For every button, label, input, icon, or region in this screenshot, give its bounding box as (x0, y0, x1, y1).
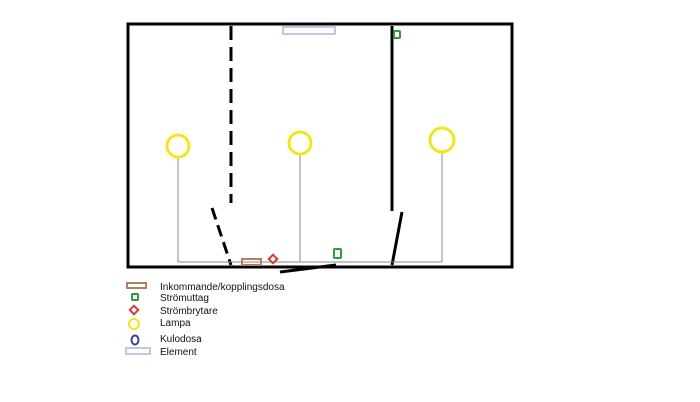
legend-item-ceiling-box: Kulodosa (130, 334, 202, 346)
outlets (333, 30, 401, 259)
legend-item-outlet: Strömuttag (131, 293, 209, 304)
radiator-icon (282, 26, 336, 35)
switch-icon (267, 253, 279, 265)
doors (210, 207, 404, 274)
outlet-icon (333, 248, 342, 259)
legend-item-radiator: Element (125, 347, 197, 358)
junction-box-icon (241, 258, 262, 266)
walls (126, 22, 514, 269)
legend-label: Strömuttag (160, 293, 209, 304)
legend-label: Strömbrytare (160, 306, 218, 317)
lamp-icon (428, 126, 456, 154)
legend-label: Element (160, 347, 197, 358)
door-right-swing (390, 211, 404, 266)
legend: Inkommande/kopplingsdosa Strömuttag Strö… (125, 282, 285, 358)
legend-item-junction-box: Inkommande/kopplingsdosa (126, 282, 285, 293)
lamps (165, 126, 456, 159)
wiring (177, 153, 443, 263)
lamp-icon (128, 318, 140, 330)
outlet-icon (393, 30, 401, 39)
lamp-icon (165, 133, 191, 159)
radiator-icon (125, 347, 151, 355)
legend-label: Lampa (160, 318, 191, 329)
door-bottom-swing (279, 263, 337, 274)
legend-item-switch: Strömbrytare (128, 304, 218, 317)
door-left-swing (210, 207, 233, 266)
legend-label: Kulodosa (160, 334, 202, 345)
ceiling-box-icon (130, 334, 140, 346)
outer-wall (126, 22, 514, 269)
legend-item-lamp: Lampa (128, 318, 191, 330)
outlet-icon (131, 293, 139, 301)
legend-label: Inkommande/kopplingsdosa (160, 282, 285, 293)
lamp-icon (287, 130, 313, 156)
junction-box-icon (126, 282, 147, 289)
switch-icon (128, 304, 140, 316)
